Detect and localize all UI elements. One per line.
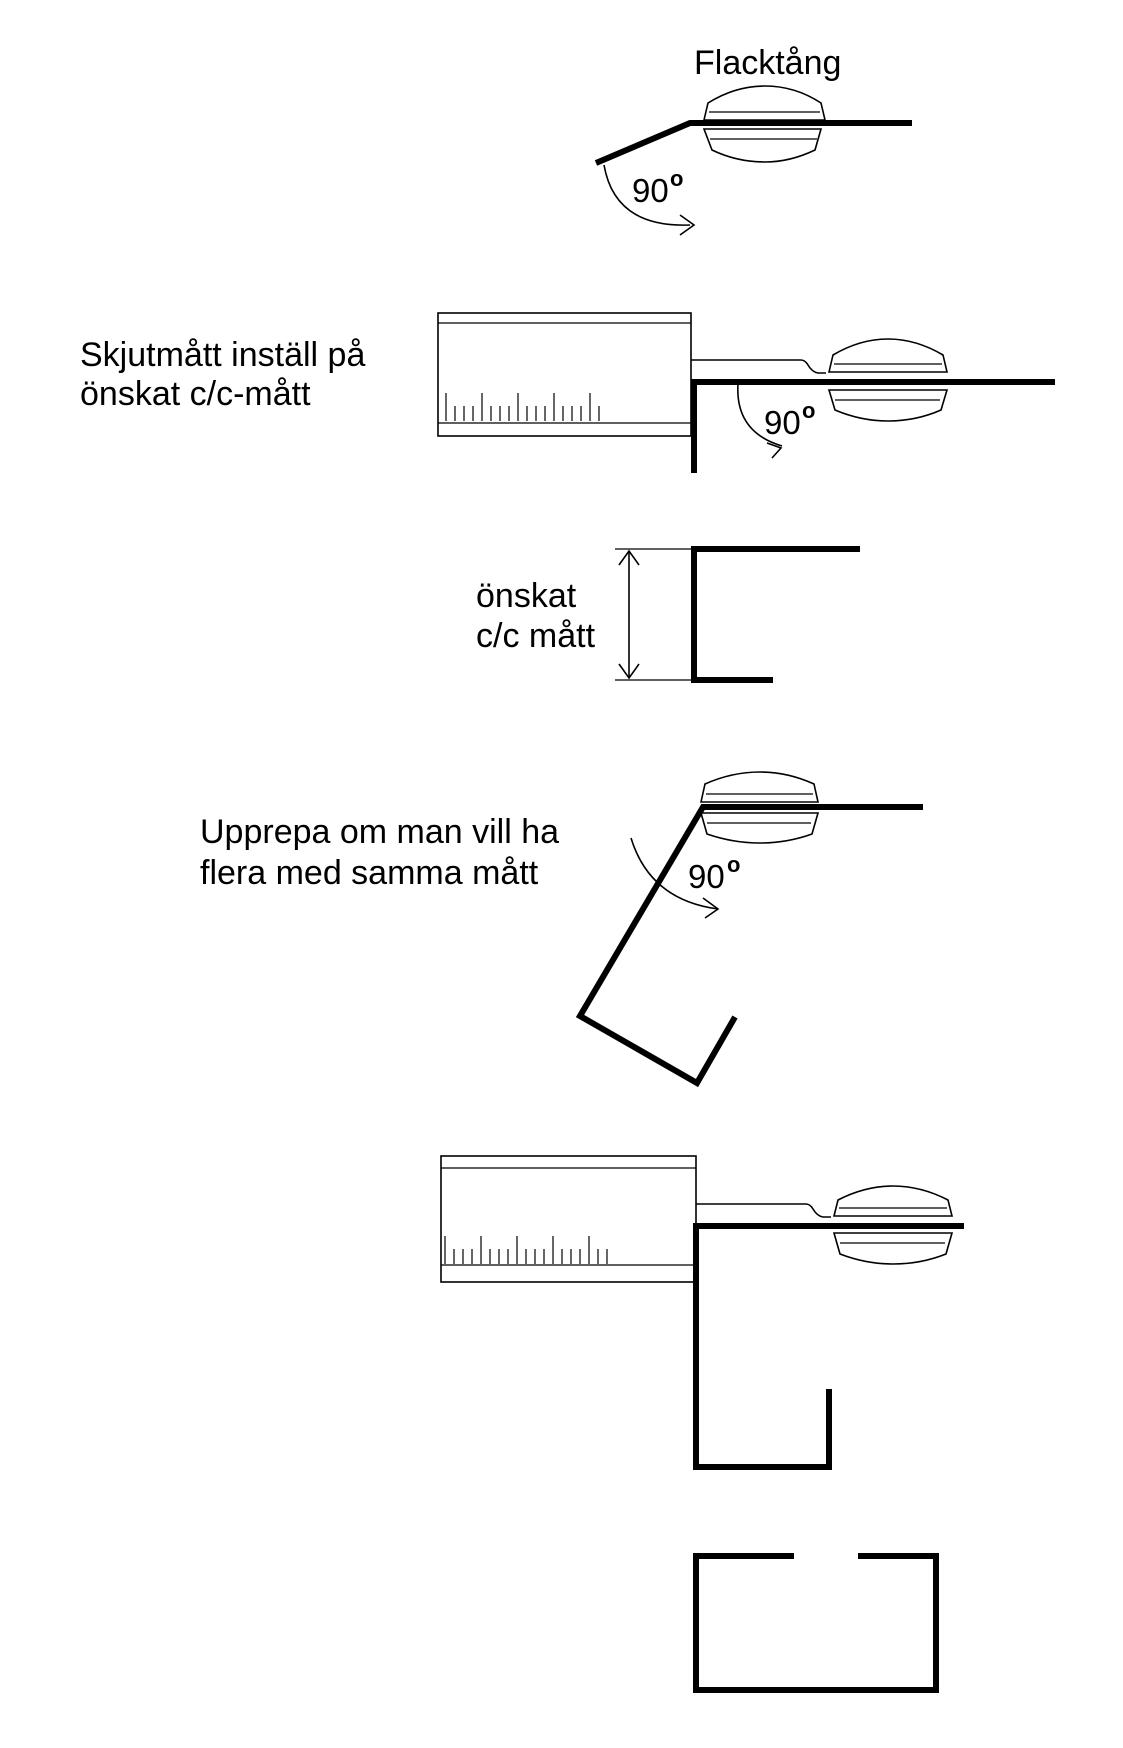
pliers-label: Flacktång: [694, 44, 841, 82]
pliers-icon: [702, 85, 827, 163]
degree-mark: o: [670, 166, 683, 191]
caliper-icon: [440, 1155, 831, 1283]
step-3-dimension: önskat c/c mått: [476, 546, 860, 683]
wire-bent-90: [691, 379, 1055, 473]
step-1-pliers-bend: Flacktång 90 o: [594, 44, 912, 236]
caliper-instruction-line1: Skjutmått inställ på: [80, 336, 365, 374]
dimension-label-line2: c/c mått: [476, 617, 596, 655]
degree-mark: o: [802, 398, 815, 423]
caliper-instruction-line2: önskat c/c-mått: [80, 375, 311, 413]
pliers-icon: [827, 338, 949, 422]
step-6-finished-clip: [693, 1553, 939, 1693]
wire-u-shape: [691, 546, 860, 683]
angle-label: 90: [632, 172, 669, 209]
step-5-caliper-check: [440, 1155, 964, 1470]
pliers-icon: [699, 771, 820, 844]
pliers-icon: [832, 1185, 954, 1265]
step-2-caliper-setup: Skjutmått inställ på önskat c/c-mått: [80, 312, 1055, 473]
caliper-scale: [445, 393, 600, 421]
caliper-icon: [437, 312, 826, 437]
repeat-instruction-line1: Upprepa om man vill ha: [200, 813, 559, 851]
finished-clip-shape: [693, 1553, 939, 1693]
bend-arrow-icon: [630, 837, 720, 919]
angle-label: 90: [688, 858, 725, 895]
bend-arrow-icon: [737, 383, 783, 459]
angle-label: 90: [764, 404, 801, 441]
bend-arrow-icon: [603, 164, 696, 236]
caliper-scale: [444, 1236, 608, 1264]
dimension-label-line1: önskat: [476, 577, 577, 615]
degree-mark: o: [727, 852, 740, 877]
wire-bent-shape: [693, 1223, 964, 1470]
wire-bent: [594, 120, 912, 166]
step-4-repeat: Upprepa om man vill ha flera med samma m…: [200, 771, 923, 1088]
repeat-instruction-line2: flera med samma mått: [200, 854, 539, 892]
dimension-arrow-icon: [615, 548, 694, 681]
wire-rotated-shape: [575, 804, 923, 1088]
